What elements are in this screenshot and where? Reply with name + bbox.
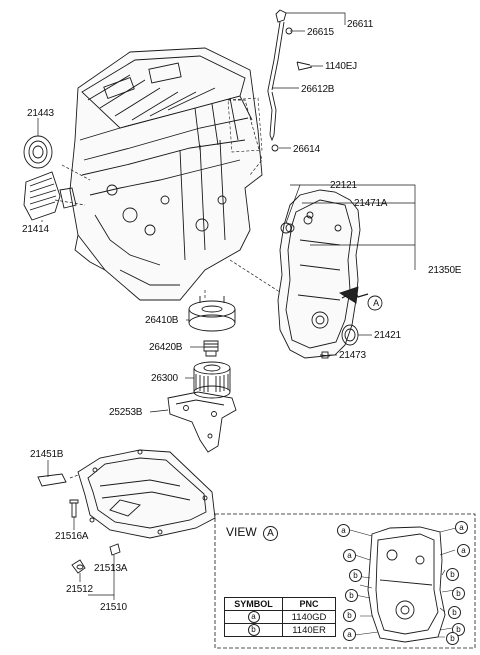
label-25253B: 25253B: [109, 407, 143, 418]
oil-pan: [77, 449, 216, 539]
label-21512: 21512: [66, 584, 93, 595]
bolt-mark-b: b: [349, 569, 362, 582]
bolt-mark-a: a: [337, 524, 350, 537]
pnc-header: PNC: [282, 597, 336, 611]
label-21510: 21510: [100, 602, 127, 613]
symbol-table-header: SYMBOL PNC: [223, 597, 336, 611]
label-26300: 26300: [151, 373, 178, 384]
symbol-cell: a: [223, 610, 284, 624]
table-row: b 1140ER: [223, 623, 336, 637]
label-22121: 22121: [330, 180, 357, 191]
view-title-text: VIEW: [226, 525, 257, 539]
label-21516A: 21516A: [55, 531, 89, 542]
seal-carrier: [23, 171, 61, 221]
symbol-table: SYMBOL PNC a 1140GD b 1140ER: [223, 597, 336, 637]
water-pump-bracket: [167, 391, 237, 453]
label-1140EJ: 1140EJ: [325, 61, 357, 72]
label-21473: 21473: [339, 350, 366, 361]
symbol-header: SYMBOL: [223, 597, 284, 611]
view-a-title: VIEW A: [226, 525, 279, 541]
label-21350E: 21350E: [428, 265, 462, 276]
symbol-circle: a: [247, 611, 260, 623]
label-26614: 26614: [293, 144, 320, 155]
rear-oil-seal: [23, 135, 53, 169]
bolt-mark-a: a: [343, 628, 356, 641]
bolt-mark-b: b: [452, 587, 465, 600]
view-arrow-ref-circle: [367, 295, 383, 311]
view-a-cover-outline: [367, 526, 446, 643]
label-21443: 21443: [27, 108, 54, 119]
label-21471A: 21471A: [354, 198, 388, 209]
bolt-mark-b: b: [446, 568, 459, 581]
label-26611: 26611: [347, 19, 374, 30]
label-21414: 21414: [22, 224, 49, 235]
view-arrow-ref-letter: A: [373, 298, 379, 308]
oil-filter-housing: [188, 296, 236, 332]
label-26420B: 26420B: [149, 342, 183, 353]
timing-chain-cover: [277, 189, 361, 359]
filter-fitting: [203, 340, 219, 357]
dipstick: [227, 9, 313, 153]
bolt-mark-b: b: [345, 589, 358, 602]
bolt-mark-b: b: [343, 609, 356, 622]
label-26615: 26615: [307, 27, 334, 38]
bolt-mark-a: a: [457, 544, 470, 557]
oil-filter: [193, 361, 231, 399]
symbol-cell: b: [223, 623, 284, 637]
view-ref-circle: A: [263, 526, 279, 541]
engine-block: [59, 47, 263, 301]
pnc-cell: 1140ER: [282, 623, 336, 637]
table-row: a 1140GD: [223, 610, 336, 624]
label-21421: 21421: [374, 330, 401, 341]
bolt-mark-a: a: [455, 521, 468, 534]
label-21513A: 21513A: [94, 563, 128, 574]
label-26612B: 26612B: [301, 84, 335, 95]
symbol-circle: b: [247, 624, 260, 636]
bolt-mark-b: b: [448, 606, 461, 619]
bolt-mark-b: b: [446, 632, 459, 645]
pnc-cell: 1140GD: [282, 610, 336, 624]
label-26410B: 26410B: [145, 315, 179, 326]
label-21451B: 21451B: [30, 449, 64, 460]
bolt-mark-a: a: [343, 549, 356, 562]
view-a-box: [214, 513, 476, 649]
